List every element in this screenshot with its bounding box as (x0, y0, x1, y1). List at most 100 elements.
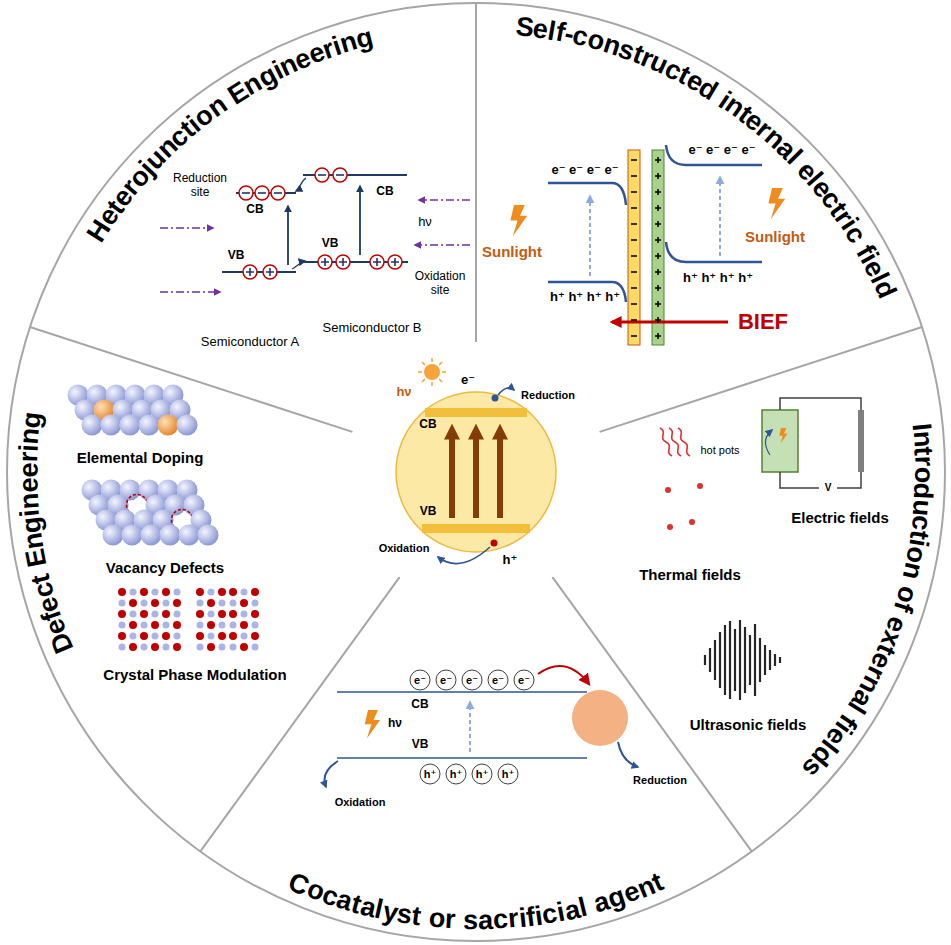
center-circle: hνe⁻ReductionCBVBh⁺Oxidation (344, 340, 608, 604)
label: hν (396, 385, 411, 400)
title-letter: g (14, 410, 48, 430)
ultrasonic-wave (759, 638, 761, 682)
charge-symbol (336, 255, 350, 269)
label: BIEF (738, 309, 788, 334)
doped-lattice (177, 415, 198, 436)
field-bar-charge (631, 319, 637, 321)
heterojunction-bands (419, 199, 470, 201)
crystal-lattice (208, 633, 215, 640)
crystal-lattice (141, 600, 148, 607)
title-letter: e (12, 462, 44, 477)
crystal-lattice (152, 589, 159, 596)
ultrasonic-wave (714, 640, 716, 680)
label: VB (412, 738, 429, 752)
field-bar-charge (631, 175, 637, 177)
external-field-icons (762, 410, 798, 472)
label: Reduction (521, 389, 575, 402)
title-letter: s (463, 904, 478, 936)
field-bar-charge (655, 157, 661, 163)
label: Semiconductor A (201, 335, 299, 350)
crystal-lattice (240, 621, 248, 629)
crystal-lattice (174, 611, 181, 618)
charge-symbol (373, 258, 381, 266)
crystal-lattice (130, 589, 137, 596)
carrier-ring (498, 764, 518, 784)
crystal-lattice (218, 632, 226, 640)
crystal-lattice (173, 621, 181, 629)
sun-rays (418, 358, 446, 386)
outer-ring (7, 3, 945, 941)
node-outline (476, 327, 945, 852)
label: hν (388, 717, 402, 731)
external-field-icons (765, 430, 772, 455)
lightning-icon (779, 428, 787, 444)
crystal-lattice (118, 610, 126, 618)
title-letter: r (908, 455, 940, 466)
crystal-lattice (196, 610, 204, 618)
charge-symbol (318, 255, 332, 269)
crystal-lattice (163, 622, 170, 629)
label: Crystal Phase Modulation (103, 666, 286, 683)
field-bar-charge (655, 221, 661, 227)
shape-outline (346, 342, 606, 602)
sun-rays (422, 379, 425, 382)
ultrasonic-wave (749, 635, 751, 685)
crystal-lattice (196, 588, 259, 651)
crystal-lattice (241, 589, 248, 596)
label: e⁻ e⁻ e⁻ e⁻ (551, 163, 618, 178)
crystal-lattice (218, 588, 226, 596)
charge-symbol (239, 168, 402, 279)
crystal-lattice (229, 588, 237, 596)
shape-outline (295, 130, 415, 310)
semiconductor-ellipse: CBVBSemiconductor A (215, 173, 329, 327)
title-letter: c (492, 903, 509, 936)
heterojunction-bands (415, 244, 470, 246)
charge-symbol (318, 255, 332, 269)
crystal-lattice (129, 599, 137, 607)
crystal-lattice (151, 643, 159, 651)
label: VB (228, 249, 245, 263)
carrier-ring (410, 670, 430, 690)
sector-divider (600, 327, 922, 432)
crystal-lattice (252, 644, 259, 651)
charge-symbol (243, 265, 257, 279)
title-letter: n (906, 429, 939, 448)
charge-symbol (242, 192, 250, 194)
title-letter: o (908, 466, 940, 483)
shape-outline (640, 460, 730, 550)
charge-symbol (315, 168, 329, 182)
crystal-lattice (151, 621, 159, 629)
crystal-lattice (173, 643, 181, 651)
charge-symbol (370, 255, 384, 269)
crystal-lattice (196, 588, 204, 596)
shape-outline (819, 479, 837, 497)
carrier-ring (420, 764, 440, 784)
sector-title: Self-constructed internal electric field (498, 0, 912, 316)
doped-lattice (68, 385, 198, 436)
charge-symbol (243, 265, 257, 279)
charge-symbol (263, 265, 277, 279)
label: Sunlight (482, 243, 542, 260)
crystal-lattice (162, 610, 170, 618)
center-schematic (498, 388, 514, 395)
field-bar-charge (631, 207, 637, 209)
crystal-lattice (162, 632, 170, 640)
charge-symbol (255, 186, 269, 200)
crystal-lattice (208, 589, 215, 596)
vacancy-lattice (179, 525, 200, 546)
crystal-lattice (219, 622, 226, 629)
sector-panel: Defect EngineeringElemental DopingVacanc… (7, 327, 476, 852)
charge-symbol (246, 268, 254, 276)
sector-title: Introduction of external fields (785, 400, 951, 795)
crystal-lattice (118, 588, 126, 596)
label: hν (418, 215, 432, 230)
cocatalyst-schematic (618, 742, 638, 767)
crystal-lattice (141, 622, 148, 629)
sector-fill (476, 327, 945, 851)
title-letter: e (12, 477, 44, 493)
heterojunction-bands (160, 227, 213, 229)
center-schematic (473, 430, 479, 518)
label: Oxidation (335, 796, 386, 809)
charge-symbol (321, 258, 329, 266)
label: h⁺ (502, 768, 515, 781)
